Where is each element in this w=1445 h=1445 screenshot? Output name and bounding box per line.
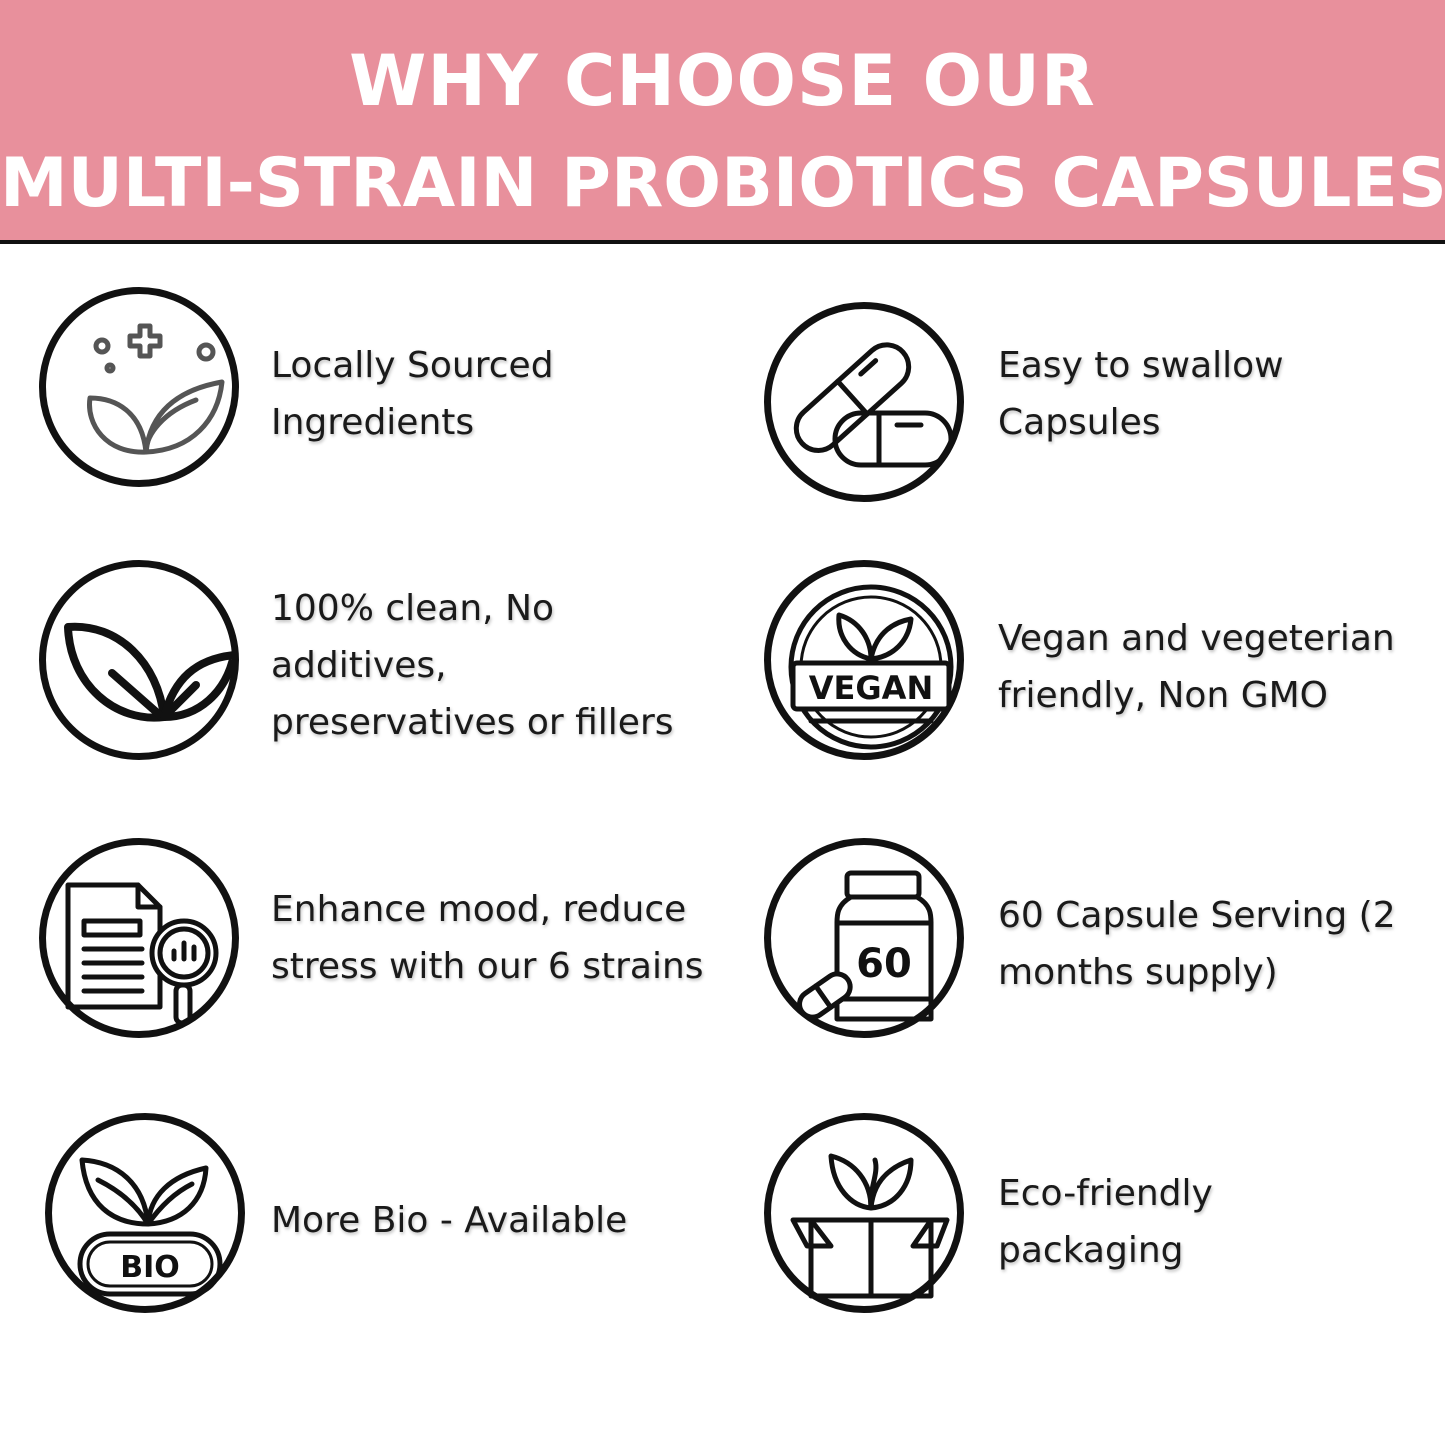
feature-line: friendly, Non GMO: [998, 675, 1328, 716]
feature-line: Vegan and vegeterian: [998, 618, 1395, 659]
feature-text: 60 Capsule Serving (2 months supply): [998, 887, 1396, 1001]
feature-line: Capsules: [998, 402, 1161, 443]
banner-title-line-1: WHY CHOOSE OUR: [349, 40, 1096, 122]
capsules-icon: [764, 302, 964, 502]
feature-text: Eco-friendly packaging: [998, 1165, 1213, 1279]
feature-line: Eco-friendly: [998, 1173, 1213, 1214]
feature-line: months supply): [998, 952, 1278, 993]
feature-text: More Bio - Available: [271, 1192, 627, 1249]
feature-line: additives,: [271, 645, 447, 686]
feature-line: 60 Capsule Serving (2: [998, 895, 1396, 936]
feature-line: preservatives or fillers: [271, 702, 674, 743]
banner-title-line-2: MULTI-STRAIN PROBIOTICS CAPSULES: [0, 144, 1445, 223]
pill-bottle-icon: 60: [764, 838, 964, 1038]
eco-box-icon: [764, 1113, 964, 1313]
bottle-count-text: 60: [856, 941, 912, 987]
document-magnifier-icon: [39, 838, 239, 1038]
feature-text: Easy to swallow Capsules: [998, 337, 1284, 451]
vegan-badge-text: VEGAN: [809, 669, 933, 707]
sparkle-plant-icon: [39, 287, 239, 487]
feature-line: stress with our 6 strains: [271, 946, 704, 987]
feature-line: Locally Sourced: [271, 345, 554, 386]
header-banner: WHY CHOOSE OUR MULTI-STRAIN PROBIOTICS C…: [0, 0, 1445, 244]
feature-text: Enhance mood, reduce stress with our 6 s…: [271, 881, 704, 995]
bio-leaves-icon: BIO: [45, 1113, 245, 1313]
feature-line: Enhance mood, reduce: [271, 889, 687, 930]
vegan-badge-icon: VEGAN: [764, 560, 964, 760]
feature-line: packaging: [998, 1230, 1184, 1271]
leaf-icon: [39, 560, 239, 760]
bio-badge-text: BIO: [120, 1250, 180, 1285]
feature-line: 100% clean, No: [271, 588, 555, 629]
feature-line: Easy to swallow: [998, 345, 1284, 386]
feature-line: Ingredients: [271, 402, 475, 443]
feature-text: Vegan and vegeterian friendly, Non GMO: [998, 610, 1395, 724]
feature-text: 100% clean, No additives, preservatives …: [271, 580, 674, 751]
feature-text: Locally Sourced Ingredients: [271, 337, 554, 451]
feature-line: More Bio - Available: [271, 1200, 628, 1241]
